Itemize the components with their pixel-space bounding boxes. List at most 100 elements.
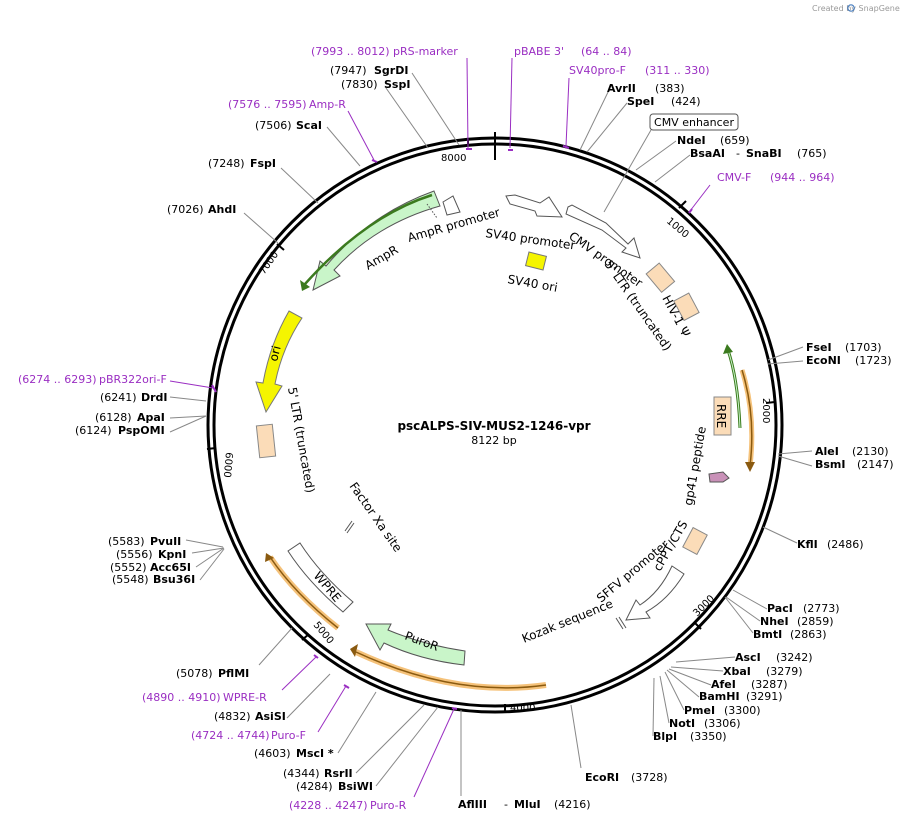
leader-bsmi	[777, 455, 813, 467]
site-sgrdi-pos: (7947)	[330, 64, 367, 77]
leader-sv40	[565, 77, 570, 147]
site-acc65i-name: Acc65I	[150, 561, 191, 574]
site-fspi-pos: (7248)	[208, 157, 245, 170]
ltr5-left-label: 5' LTR (truncated)	[285, 386, 317, 494]
leader-acc65i	[195, 547, 225, 568]
leader-pflmi	[258, 627, 293, 666]
leader-fsei	[767, 346, 804, 361]
primer-pbr322-range: (6274 .. 6293)	[18, 373, 97, 386]
site-rsrii-name: RsrII	[324, 767, 353, 780]
site-pspomi-pos: (6124)	[75, 424, 112, 437]
wpre-label: WPRE	[311, 569, 344, 605]
primer-puro-f-name: Puro-F	[271, 729, 306, 742]
leader-puro-f	[317, 685, 347, 733]
cmv-enhancer-label: CMV enhancer	[654, 116, 734, 129]
site-spei-name: SpeI	[627, 95, 654, 108]
leader-blpi	[652, 677, 655, 737]
ltr5-right-box[interactable]	[645, 262, 676, 294]
site-msci-pos: (4603)	[254, 747, 291, 760]
primer-puro-f-range: (4724 .. 4744)	[191, 729, 270, 742]
tick-2000	[765, 401, 776, 404]
leader-wpre	[281, 656, 317, 691]
leader-bsiwi	[375, 706, 439, 787]
gp41-peptide-shape[interactable]	[708, 471, 730, 483]
leader-avrii	[579, 87, 611, 151]
tick-label-6000: 6000	[221, 452, 234, 478]
site-alei-name: AleI	[815, 445, 839, 458]
leader-bamhi	[666, 669, 700, 698]
site-afliii-dash: -	[504, 798, 508, 811]
site-xbai-name: XbaI	[723, 665, 751, 678]
kozak-mark-a	[615, 617, 624, 630]
tick-label-4000: 4000	[510, 703, 535, 714]
site-afei-name: AfeI	[711, 678, 736, 691]
site-bamhi-pos: (3291)	[746, 690, 783, 703]
leader-pbabe	[509, 57, 513, 149]
bottom-orange-line	[355, 651, 547, 689]
site-ecori-pos: (3728)	[631, 771, 668, 784]
sffv-promoter-arrow[interactable]	[625, 565, 685, 621]
site-bsu36i-pos: (5548)	[112, 573, 149, 586]
kozak-label: Kozak sequence	[520, 597, 615, 646]
hiv-psi-box[interactable]	[673, 292, 700, 322]
site-afei-pos: (3287)	[751, 678, 788, 691]
primer-pbr322-name: pBR322ori-F	[99, 373, 167, 386]
cmv-enhancer-arrow[interactable]	[565, 204, 641, 259]
leader-afei	[668, 668, 712, 686]
primer-cmv-range: (944 .. 964)	[770, 171, 835, 184]
primer-mark-puro-f	[343, 684, 350, 689]
site-bsiwi-pos: (4284)	[296, 780, 333, 793]
ampr-arrow[interactable]	[312, 190, 441, 291]
site-fspi-name: FspI	[250, 157, 276, 170]
site-pvuii-pos: (5583)	[108, 535, 145, 548]
sv40-ori-label: SV40 ori	[506, 272, 558, 295]
tick-1000	[678, 200, 687, 209]
leader-pspomi	[169, 415, 207, 433]
site-asisi-pos: (4832)	[214, 710, 251, 723]
site-snabi-pos: (765)	[797, 147, 827, 160]
snapgene-credit: Created by SnapGene	[812, 4, 900, 13]
leader-bsu36i	[199, 548, 225, 581]
ampr-promoter-arrow[interactable]	[442, 195, 461, 216]
site-apai-name: ApaI	[137, 411, 165, 424]
site-kpni-pos: (5556)	[116, 548, 153, 561]
primer-leaders	[169, 57, 711, 798]
primer-puro-r-name: Puro-R	[370, 799, 407, 812]
ori-arrow[interactable]	[255, 310, 303, 414]
ltr5-left-box[interactable]	[255, 423, 277, 459]
leader-nhei	[725, 596, 761, 622]
site-pflmi-pos: (5078)	[176, 667, 213, 680]
sv40-promoter-arrow[interactable]	[505, 194, 563, 218]
site-pmei-name: PmeI	[684, 704, 715, 717]
rre-orange-line	[741, 369, 753, 467]
site-blpi-name: BlpI	[653, 730, 677, 743]
sv40-ori-box[interactable]	[524, 251, 548, 271]
site-paci-pos: (2773)	[803, 602, 840, 615]
rre-box[interactable]	[713, 396, 732, 436]
site-kfli-pos: (2486)	[827, 538, 864, 551]
site-asci-pos: (3242)	[776, 651, 813, 664]
primer-prs-name: pRS-marker	[393, 45, 458, 58]
leader-kfli	[762, 526, 798, 544]
site-paci-name: PacI	[767, 602, 793, 615]
rre-green-inner	[727, 349, 741, 429]
factor-xa-label: Factor Xa site	[347, 480, 405, 555]
site-spei-pos: (424)	[671, 95, 701, 108]
primer-cmv-name: CMV-F	[717, 171, 751, 184]
ampr-overlay-arrowhead-icon	[300, 280, 310, 291]
site-econi-pos: (1723)	[855, 354, 892, 367]
site-sgrdi-name: SgrDI	[374, 64, 408, 77]
site-scai-pos: (7506)	[255, 119, 292, 132]
site-pflmi-name: PflMI	[218, 667, 249, 680]
primer-ampr-range: (7576 .. 7595)	[228, 98, 307, 111]
puror-arrow[interactable]	[365, 623, 466, 666]
cppt-cts-box[interactable]	[682, 526, 708, 556]
leader-drdi	[169, 396, 207, 402]
wpre-box[interactable]	[287, 542, 354, 613]
leader-ampr	[347, 110, 375, 161]
leader-ecori	[570, 704, 582, 769]
leader-pbr322	[169, 380, 214, 389]
ampr-green-overlay	[304, 193, 433, 285]
